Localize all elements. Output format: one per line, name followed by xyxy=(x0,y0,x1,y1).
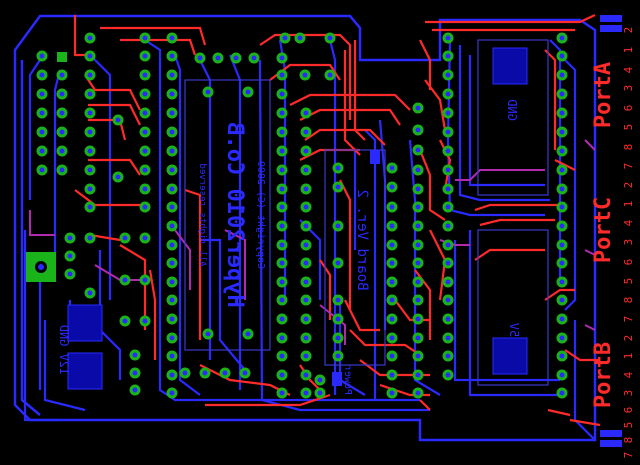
copyright-label: Copyright (C) 2009 xyxy=(255,161,266,269)
gnd-label: GND xyxy=(505,99,519,121)
pin-number: 4 xyxy=(622,66,635,73)
via-rings xyxy=(36,32,568,399)
pin-number: 8 xyxy=(622,437,635,444)
pin-number: 2 xyxy=(622,182,635,189)
five-volt-label: 5V xyxy=(507,323,521,337)
pin1-marks xyxy=(57,52,67,62)
pin-number: 2 xyxy=(622,335,635,342)
pin-number: 3 xyxy=(622,390,635,397)
power-label: Power xyxy=(342,365,353,395)
port-a-label: PortA xyxy=(591,62,616,128)
pin-number: 4 xyxy=(622,371,635,378)
pin-number: 1 xyxy=(622,47,635,54)
port-labels: PortA PortC PortB xyxy=(591,62,616,408)
power-connector xyxy=(26,252,56,282)
pin-number: 3 xyxy=(622,239,635,246)
pin-number: 7 xyxy=(622,163,635,170)
smd-pads xyxy=(67,47,528,390)
port-c-label: PortC xyxy=(591,197,616,263)
bottom-silkscreen: Hyper2010 Co.B Copyright (C) 2009 All ri… xyxy=(57,99,521,395)
ic-outlines xyxy=(184,39,549,386)
pin-number: 8 xyxy=(622,297,635,304)
license-label: All rights reserved xyxy=(197,164,207,267)
small-parts xyxy=(332,150,380,386)
pin-number: 7 xyxy=(622,316,635,323)
pin-number: 1 xyxy=(622,353,635,360)
board-version-label: Board Ver. 2 xyxy=(354,189,370,290)
port-b-label: PortB xyxy=(591,342,616,408)
pin-number: 4 xyxy=(622,219,635,226)
pin-number: 5 xyxy=(622,422,635,429)
pin-number: 6 xyxy=(622,105,635,112)
pin-number: 1 xyxy=(622,201,635,208)
pin-number: 8 xyxy=(622,144,635,151)
twelve-volt-gnd-label: 12V GND xyxy=(57,325,71,376)
pin-number: 6 xyxy=(622,407,635,414)
pin-number: 5 xyxy=(622,278,635,285)
pin-number: 2 xyxy=(622,27,635,34)
overlap-traces xyxy=(29,139,596,345)
pin-number: 3 xyxy=(622,85,635,92)
board-outline xyxy=(13,14,597,442)
hyper-board-label: Hyper2010 Co.B xyxy=(222,122,247,307)
pin-number-labels: 2 1 4 3 6 5 8 7 2 1 4 3 6 5 8 7 2 1 4 3 … xyxy=(622,27,635,459)
pin-number: 5 xyxy=(622,124,635,131)
pin-number: 7 xyxy=(622,452,635,459)
pin-number: 6 xyxy=(622,259,635,266)
port-connector-pads xyxy=(600,15,622,447)
